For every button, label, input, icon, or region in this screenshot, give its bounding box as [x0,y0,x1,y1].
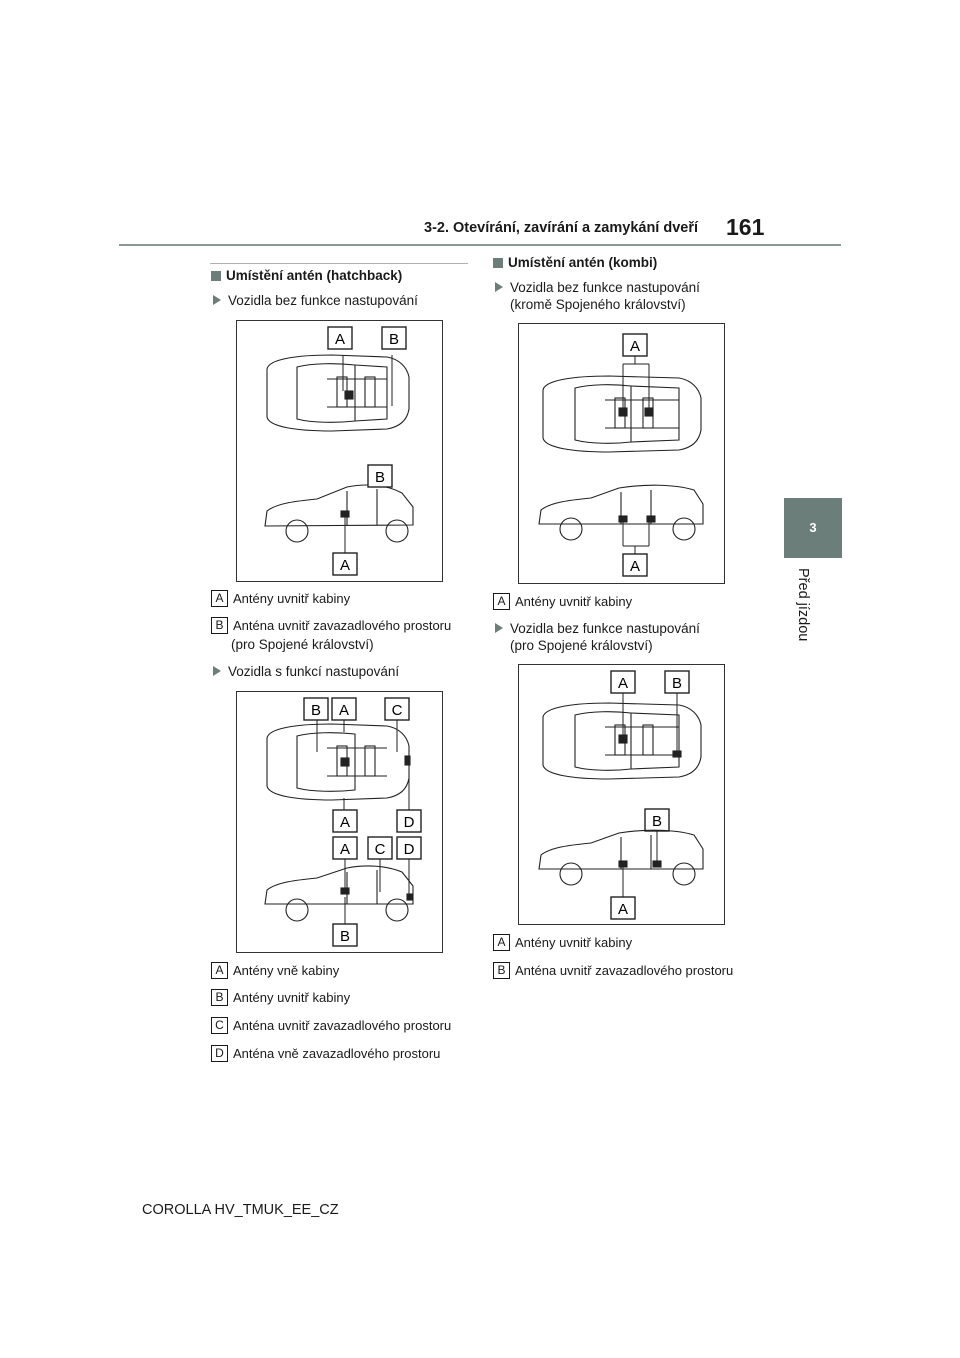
label-A: A [340,557,350,574]
bullet-text: Vozidla bez funkce nastupování [510,280,700,295]
car-side-view [538,829,704,886]
legend-letter: A [493,934,510,951]
label-D: D [404,841,415,858]
legend-letter: D [211,1045,228,1062]
bullet-with-entry: Vozidla s funkcí nastupování [213,663,399,680]
diagram-kombi-no-entry-uk: A B B A [518,664,725,925]
legend-note: (pro Spojené království) [231,637,374,652]
footer-model-code: COROLLA HV_TMUK_EE_CZ [142,1202,339,1218]
legend-text: Antény uvnitř kabiny [515,594,633,609]
square-bullet-icon [493,257,503,268]
legend-item: A Antény uvnitř kabiny [493,593,632,610]
legend-letter: C [211,1017,228,1034]
legend-text: Anténa uvnitř zavazadlového prostoru [515,963,734,978]
label-A: A [630,338,640,355]
triangle-bullet-icon [495,282,503,292]
label-B: B [652,813,662,830]
car-top-view [542,375,702,453]
legend-item: A Antény uvnitř kabiny [211,590,350,607]
legend-item: A Antény vně kabiny [211,962,339,979]
square-bullet-icon [211,270,221,281]
heading-text: Umístění antén (kombi) [508,255,658,270]
label-B: B [672,675,682,692]
legend-letter: B [211,989,228,1006]
label-A: A [630,558,640,575]
heading-hatchback: Umístění antén (hatchback) [211,268,402,283]
legend-letter: A [211,962,228,979]
label-B: B [340,928,350,945]
bullet-no-entry: Vozidla bez funkce nastupování [213,292,418,309]
chapter-tab: 3 [784,498,842,558]
section-title: 3-2. Otevírání, zavírání a zamykání dveř… [424,220,699,236]
bullet-text: Vozidla bez funkce nastupování [510,621,700,636]
label-C: C [375,841,386,858]
legend-text: Antény vně kabiny [233,963,340,978]
heading-kombi: Umístění antén (kombi) [493,255,657,270]
car-side-view [264,865,414,922]
legend-text: Antény uvnitř kabiny [233,990,351,1005]
section-rule [210,263,468,264]
car-top-view [266,723,411,801]
bullet-no-entry-non-uk: Vozidla bez funkce nastupování (kromě Sp… [495,279,700,313]
label-A: A [340,814,350,831]
label-A: A [339,702,349,719]
bullet-text: Vozidla bez funkce nastupování [228,293,418,308]
label-A: A [618,901,628,918]
label-A: A [335,331,345,348]
label-A: A [618,675,628,692]
legend-text: Antény uvnitř kabiny [515,935,633,950]
triangle-bullet-icon [213,295,221,305]
legend-item: B Anténa uvnitř zavazadlového prostoru [211,617,451,634]
bullet-text-line2: (pro Spojené království) [510,638,653,653]
diagram-hatchback-with-entry: B A C A D A C D B [236,691,443,953]
legend-text: Antény uvnitř kabiny [233,591,351,606]
legend-letter: B [211,617,228,634]
legend-letter: B [493,962,510,979]
legend-letter: A [211,590,228,607]
car-top-view [542,702,702,780]
page-number: 161 [726,214,765,240]
chapter-label: Před jízdou [795,568,811,642]
label-D: D [404,814,415,831]
label-B: B [389,331,399,348]
car-side-view [538,484,704,541]
bullet-text-line2: (kromě Spojeného království) [510,297,686,312]
car-side-view [264,484,414,543]
car-top-view [266,354,410,432]
triangle-bullet-icon [495,623,503,633]
legend-text: Anténa vně zavazadlového prostoru [233,1046,441,1061]
label-B: B [311,702,321,719]
diagram-kombi-no-entry: A A [518,323,725,584]
bullet-no-entry-uk: Vozidla bez funkce nastupování (pro Spoj… [495,620,700,654]
diagram-hatchback-no-entry: A B B A [236,320,443,582]
legend-item: C Anténa uvnitř zavazadlového prostoru [211,1017,451,1034]
label-C: C [392,702,403,719]
legend-item: B Anténa uvnitř zavazadlového prostoru [493,962,733,979]
label-B: B [375,469,385,486]
header-divider [119,244,841,246]
legend-text: Anténa uvnitř zavazadlového prostoru [233,1018,452,1033]
label-A: A [340,841,350,858]
legend-item: A Antény uvnitř kabiny [493,934,632,951]
legend-item: D Anténa vně zavazadlového prostoru [211,1045,440,1062]
legend-letter: A [493,593,510,610]
legend-text: Anténa uvnitř zavazadlového prostoru [233,618,452,633]
bullet-text: Vozidla s funkcí nastupování [228,664,400,679]
heading-text: Umístění antén (hatchback) [226,268,403,283]
legend-item: B Antény uvnitř kabiny [211,989,350,1006]
triangle-bullet-icon [213,666,221,676]
